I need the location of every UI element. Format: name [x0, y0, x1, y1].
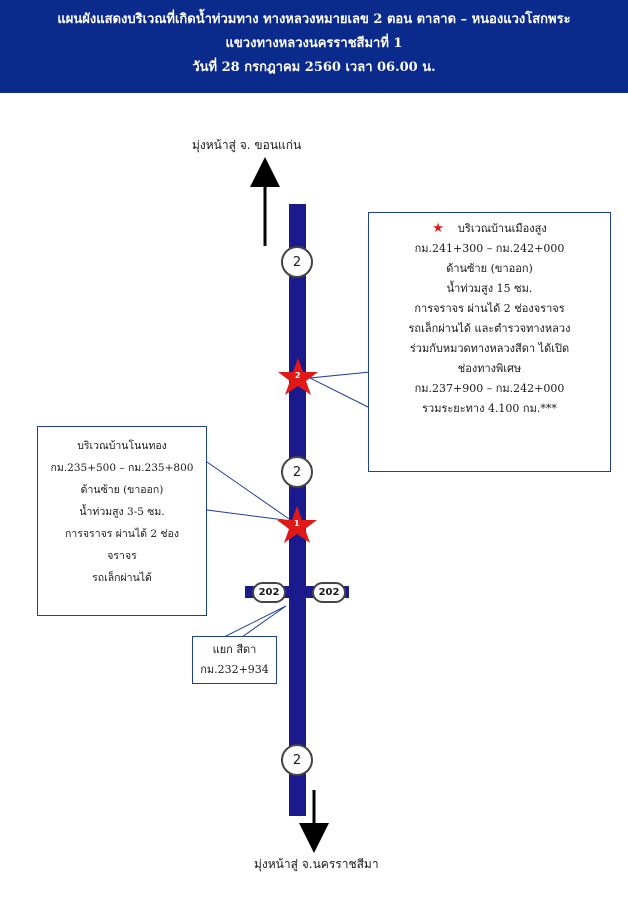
callout-south-line: จราจร — [107, 550, 137, 562]
callout-south-line: กม.235+500 – กม.235+800 — [50, 462, 194, 474]
route-202-shield-east-icon: 202 — [312, 582, 346, 603]
callout-north-title: บริเวณบ้านเมืองสูง — [457, 222, 547, 235]
callout-north-line: การจราจร ผ่านได้ 2 ช่องจราจร — [414, 302, 565, 315]
callout-south-line: ด้านซ้าย (ขาออก) — [80, 484, 164, 496]
flood-marker-star-icon-2 — [278, 358, 318, 395]
header-title-line3: วันที่ 28 กรกฎาคม 2560 เวลา 06.00 น. — [192, 60, 436, 75]
header-title-line2: แขวงทางหลวงนครราชสีมาที่ 1 — [225, 36, 403, 51]
header-title-line1: แผนผังแสดงบริเวณที่เกิดน้ำท่วมทาง ทางหลว… — [57, 12, 571, 27]
flood-marker-star-icon-1 — [277, 506, 317, 543]
star-2-label: 2 — [295, 371, 301, 380]
callout-north: ★ บริเวณบ้านเมืองสูง กม.241+300 – กม.242+… — [368, 212, 611, 472]
callout-north-line: กม.241+300 – กม.242+000 — [414, 242, 565, 255]
star-1-label: 1 — [294, 519, 300, 528]
callout-south-line: การจราจร ผ่านได้ 2 ช่อง — [65, 528, 179, 540]
callout-north-line: รถเล็กผ่านได้ และตำรวจทางหลวง — [408, 322, 571, 335]
callout-junction-pointer — [223, 605, 287, 638]
callout-north-line: รวมระยะทาง 4.100 กม.*** — [422, 402, 557, 415]
callout-south-line: รถเล็กผ่านได้ — [92, 572, 152, 584]
direction-north-label: มุ่งหน้าสู่ จ. ขอนแก่น — [192, 138, 302, 152]
callout-north-line: กม.237+900 – กม.242+000 — [414, 382, 565, 395]
callout-north-line: ร่วมกับหมวดทางหลวงสีดา ได้เปิด — [409, 342, 570, 355]
callout-north-line: ช่องทางพิเศษ — [457, 362, 522, 375]
route-2-shield-icon: 2 — [281, 456, 313, 488]
callout-south: บริเวณบ้านโนนทอง กม.235+500 – กม.235+800… — [37, 426, 207, 616]
callout-north-line: น้ำท่วมสูง 15 ซม. — [446, 282, 533, 295]
callout-north-line: ด้านซ้าย (ขาออก) — [446, 262, 533, 275]
route-2-shield-icon: 2 — [281, 246, 313, 278]
callout-junction: แยก สีดา กม.232+934 — [192, 636, 277, 684]
route-202-shield-west-icon: 202 — [252, 582, 286, 603]
header-banner: แผนผังแสดงบริเวณที่เกิดน้ำท่วมทาง ทางหลว… — [0, 0, 628, 93]
callout-south-title: บริเวณบ้านโนนทอง — [77, 440, 167, 452]
star-icon: ★ — [432, 221, 444, 236]
route-2-shield-icon: 2 — [281, 744, 313, 776]
callout-south-line: น้ำท่วมสูง 3-5 ซม. — [79, 506, 165, 518]
callout-north-pointer — [308, 371, 371, 409]
callout-south-pointer — [206, 461, 293, 522]
junction-name: แยก สีดา — [212, 643, 257, 656]
direction-south-label: มุ่งหน้าสู่ จ.นครราชสีมา — [254, 857, 379, 871]
junction-km: กม.232+934 — [200, 663, 269, 676]
